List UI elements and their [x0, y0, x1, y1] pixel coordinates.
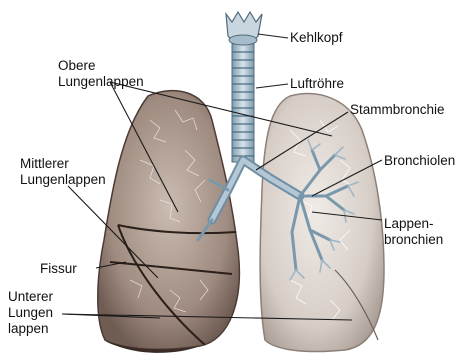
label-mittlerer-line1: Mittlerer	[20, 156, 69, 172]
label-kehlkopf: Kehlkopf	[290, 30, 343, 46]
label-obere-line2: Lungenlappen	[58, 74, 144, 90]
label-mittlerer-line2: Lungenlappen	[20, 172, 106, 188]
trachea	[232, 44, 254, 162]
label-unterer-line3: lappen	[8, 321, 49, 337]
label-lappenbronchien-line1: Lappen-	[384, 216, 434, 232]
label-obere-line1: Obere	[58, 58, 96, 74]
right-lung	[98, 91, 240, 353]
label-unterer-line1: Unterer	[8, 289, 53, 305]
label-stammbronchie: Stammbronchie	[350, 102, 445, 118]
label-unterer-line2: Lungen	[8, 305, 53, 321]
label-bronchiolen: Bronchiolen	[384, 153, 455, 169]
label-lappenbronchien-line2: bronchien	[384, 232, 443, 248]
larynx-icon	[226, 12, 262, 45]
label-luftroehre: Luftröhre	[290, 76, 344, 92]
label-fissur: Fissur	[40, 261, 77, 277]
left-lung	[260, 94, 384, 352]
